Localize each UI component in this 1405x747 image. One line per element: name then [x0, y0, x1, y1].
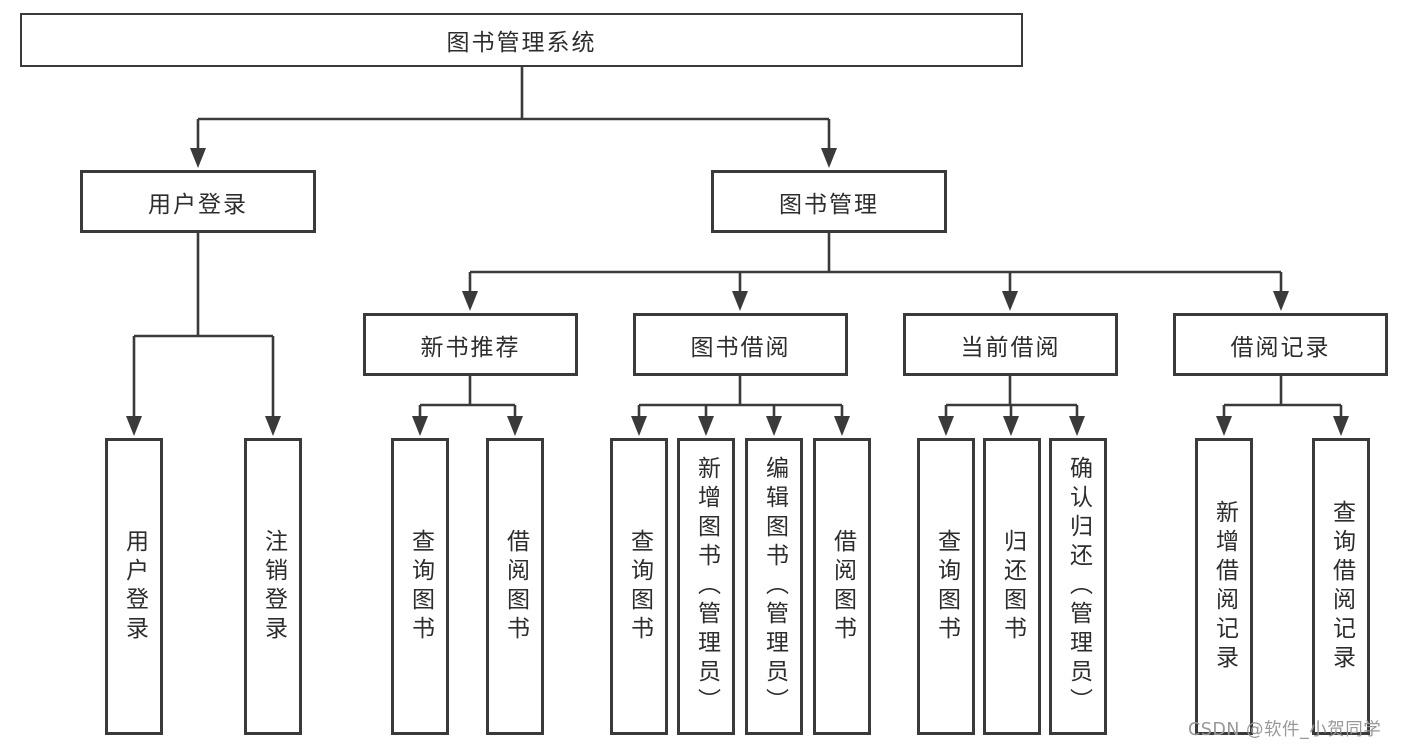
leaf-add-borrow-record: 新增借阅记录: [1195, 438, 1253, 735]
leaf-edit-book-admin: 编辑图书（管理员）: [745, 438, 803, 735]
node-new-book-recommend: 新书推荐: [363, 313, 578, 376]
watermark: CSDN @软件_小贺同学: [1188, 720, 1382, 740]
leaf-confirm-return-admin: 确认归还（管理员）: [1049, 438, 1107, 735]
node-book-management: 图书管理: [711, 170, 947, 233]
leaf-logout: 注销登录: [244, 438, 302, 735]
leaf-return-books: 归还图书: [983, 438, 1041, 735]
node-current-borrowing: 当前借阅: [903, 313, 1118, 376]
node-book-borrowing: 图书借阅: [633, 313, 848, 376]
leaf-user-login: 用户登录: [105, 438, 163, 735]
node-user-login: 用户登录: [80, 170, 316, 233]
leaf-borrow-books-1: 借阅图书: [486, 438, 544, 735]
leaf-query-books-2: 查询图书: [610, 438, 668, 735]
leaf-query-books-1: 查询图书: [391, 438, 449, 735]
leaf-borrow-books-2: 借阅图书: [813, 438, 871, 735]
node-root: 图书管理系统: [20, 13, 1023, 67]
leaf-query-books-3: 查询图书: [917, 438, 975, 735]
leaf-add-book-admin: 新增图书（管理员）: [677, 438, 735, 735]
node-borrow-records: 借阅记录: [1173, 313, 1388, 376]
leaf-query-borrow-record: 查询借阅记录: [1312, 438, 1370, 735]
